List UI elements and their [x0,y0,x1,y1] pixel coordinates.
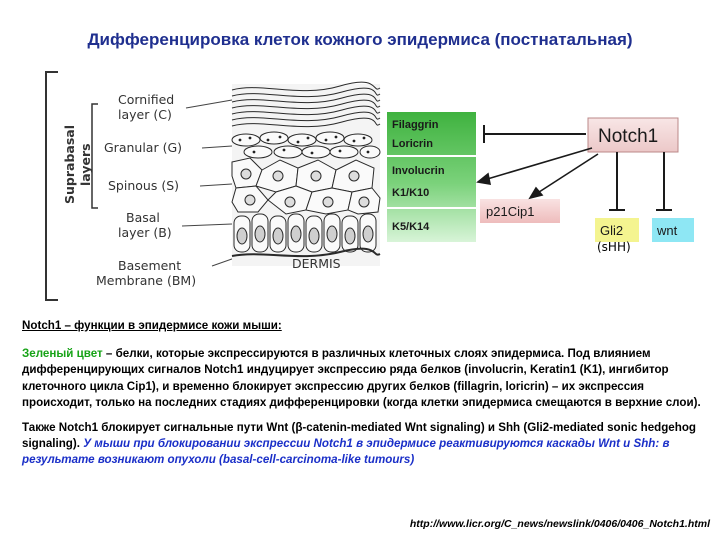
wnt-label: wnt [656,223,678,238]
layer-label-granular: Granular (G) [104,140,182,155]
suprabasal-label: Suprabasal [62,125,77,204]
description-text: Notch1 – функции в эпидермисе кожи мыши:… [22,318,702,478]
layer-pointer-lines [181,99,247,267]
paragraph-2: Также Notch1 блокирует сигнальные пути W… [22,420,702,469]
layer-label-spinous: Spinous (S) [108,178,179,193]
green-color-term: Зеленый цвет [22,347,103,361]
source-url: http://www.licr.org/C_news/newslink/0406… [409,518,710,530]
layer-label-cornified-2: layer (C) [118,107,172,122]
layer-label-basement-2: Membrane (BM) [96,273,196,288]
page-title: Дифференцировка клеток кожного эпидермис… [87,30,633,49]
shh-label: (sHH) [597,240,631,254]
inhibit-line-notch1-to-filaggrin [483,125,586,143]
paragraph-2-body: Также Notch1 блокирует сигнальные пути W… [22,421,696,451]
skin-section-illustration [231,81,381,266]
notch1-label: Notch1 [598,126,658,147]
wnt-box [652,218,694,242]
notch1-epidermis-diagram: Suprabasal layers Cornified layer (C) Gr… [45,71,694,301]
gli2-label: Gli2 [600,223,623,238]
layer-label-basal-2: layer (B) [118,225,172,240]
marker-k1-k10: K1/K10 [392,187,429,199]
paragraph-2-highlight: У мыши при блокировании экспрессии Notch… [22,437,670,467]
layers-label: layers [78,143,93,186]
marker-loricrin: Loricrin [392,138,433,150]
marker-involucrin: Involucrin [392,165,445,177]
suprabasal-inner-bracket [91,103,98,209]
p21-box [480,199,560,223]
suprabasal-bracket [45,71,58,301]
marker-k5-k14: K5/K14 [392,221,430,233]
gli2-box [595,218,639,242]
section-heading: Notch1 – функции в эпидермисе кожи мыши: [22,319,282,332]
dermis-label: DERMIS [292,256,341,271]
activate-arrows-notch1 [476,147,599,200]
layer-label-basement-1: Basement [118,258,181,273]
p21-label: p21Cip1 [486,204,534,219]
marker-column [387,112,476,242]
paragraph-1-body: – белки, которые экспрессируются в разли… [22,347,701,409]
inhibit-lines-notch1-to-gli2-wnt [609,152,672,211]
marker-filaggrin: Filaggrin [392,119,439,131]
layer-label-basal-1: Basal [126,210,160,225]
paragraph-1: Зеленый цвет – белки, которые экспрессир… [22,346,702,411]
layer-label-cornified-1: Cornified [118,92,174,107]
notch1-box [587,117,679,153]
